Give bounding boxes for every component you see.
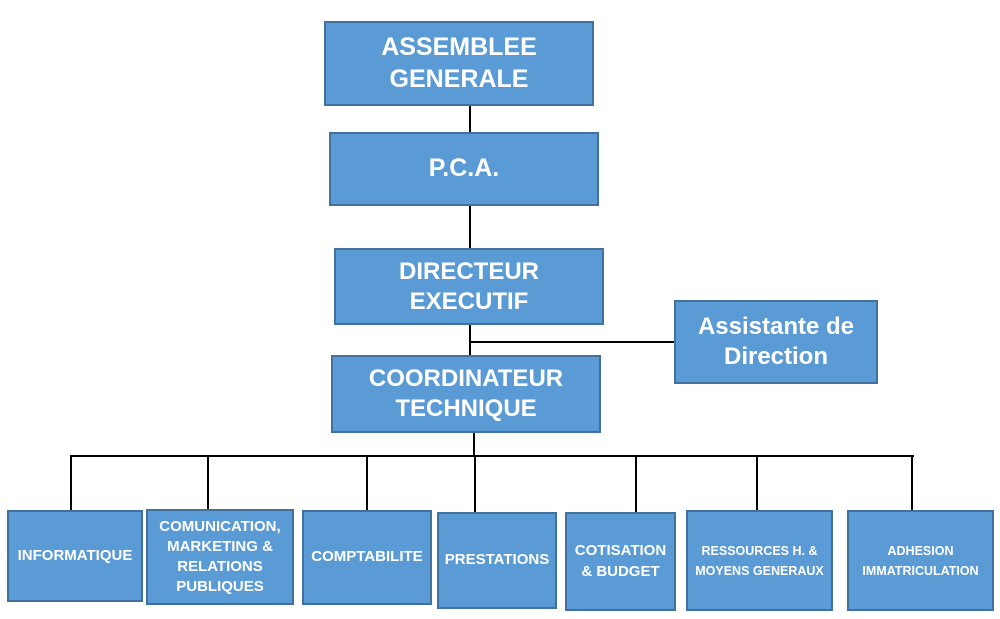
directeur-executif-box: DIRECTEUR EXECUTIF	[334, 248, 604, 325]
dept-communication-box: COMUNICATION, MARKETING & RELATIONS PUBL…	[146, 509, 294, 605]
dept-adhesion-box: ADHESION IMMATRICULATION	[847, 510, 994, 611]
dept-cotisation-box: COTISATION & BUDGET	[565, 512, 676, 611]
dept-prestations-box: PRESTATIONS	[437, 512, 557, 609]
coordinateur-technique-box: COORDINATEUR TECHNIQUE	[331, 355, 601, 433]
assistante-direction-box: Assistante de Direction	[674, 300, 878, 384]
dept-ressources-box: RESSOURCES H. & MOYENS GENERAUX	[686, 510, 833, 611]
dept-informatique-box: INFORMATIQUE	[7, 510, 143, 602]
assemblee-generale-box: ASSEMBLEE GENERALE	[324, 21, 594, 106]
pca-box: P.C.A.	[329, 132, 599, 206]
dept-comptabilite-box: COMPTABILITE	[302, 510, 432, 605]
